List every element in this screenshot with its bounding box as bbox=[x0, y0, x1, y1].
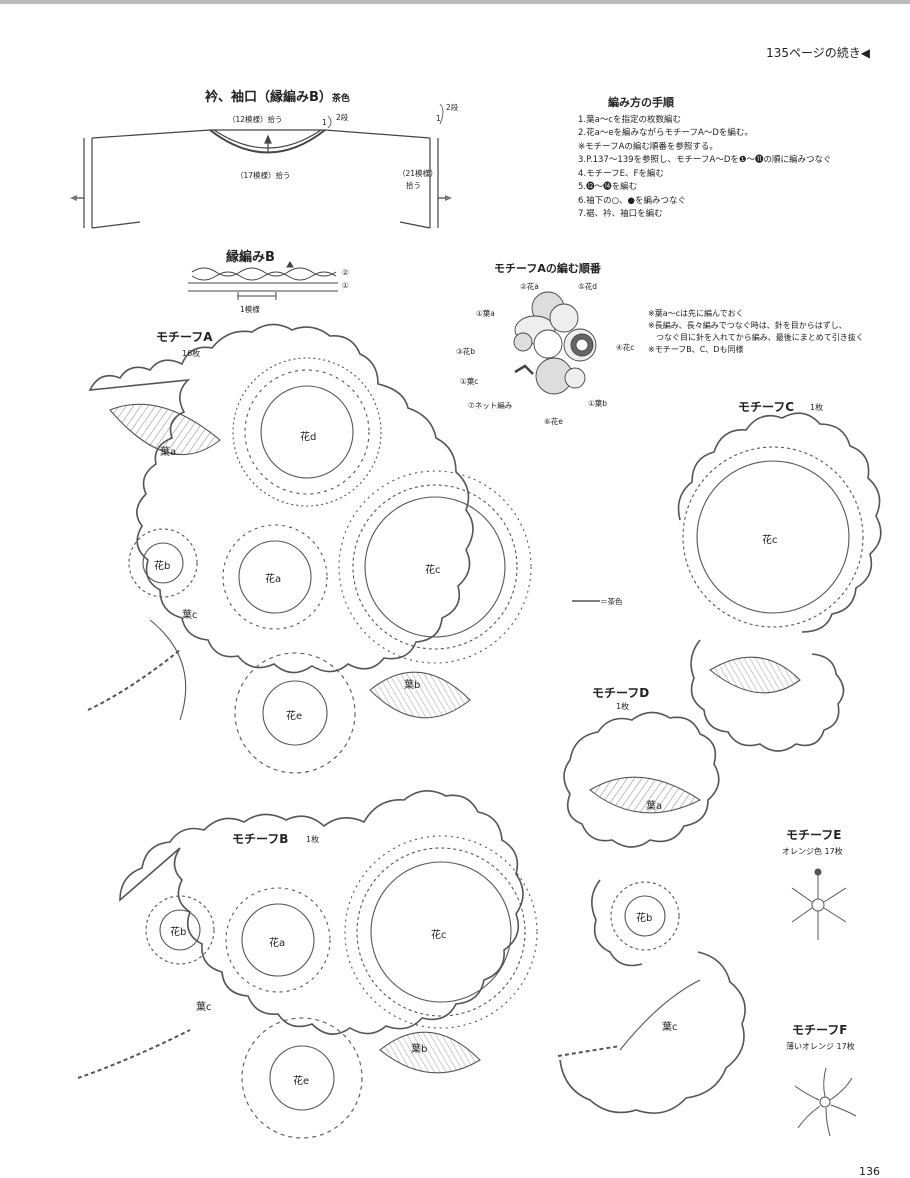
motif-c-title: モチーフC bbox=[738, 400, 795, 414]
step-item: 7.裾、衿、袖口を編む bbox=[578, 209, 663, 219]
motif-e-count: 17枚 bbox=[824, 847, 843, 856]
top-rule bbox=[0, 0, 910, 4]
motif-a-part: 葉c bbox=[182, 610, 198, 621]
edging-b-chart bbox=[188, 261, 338, 300]
collar-title-text: 衿、袖口（縁編みB） bbox=[205, 90, 332, 105]
motif-b-title: モチーフB bbox=[232, 832, 289, 846]
step-item: 3.P.137～139を参照し、モチーフA～Dを❶～⓫の順に編みつなぐ bbox=[578, 155, 832, 165]
motif-e-meta: オレンジ色 17枚 bbox=[782, 846, 843, 857]
motif-a-part: 葉b bbox=[404, 680, 421, 691]
motif-d-diagram bbox=[557, 711, 746, 1114]
collar-label-21a: （21模様） bbox=[398, 169, 438, 178]
motif-e-color: オレンジ色 bbox=[782, 847, 822, 856]
motif-f-diagram bbox=[794, 1067, 857, 1137]
step-item: 1.葉a～cを指定の枚数編む bbox=[578, 114, 681, 125]
motif-a-part: 花c bbox=[425, 565, 441, 576]
order-label: ①葉c bbox=[460, 377, 479, 386]
motif-d-part: 花b bbox=[636, 913, 653, 924]
collar-label-12: （12模様）拾う bbox=[228, 115, 283, 124]
order-label: ⑥花e bbox=[544, 417, 563, 426]
motif-d-part: 葉c bbox=[662, 1022, 678, 1033]
steps-block: 編み方の手順 1.葉a～cを指定の枚数編む 2.花a～eを編みながらモチーフA～… bbox=[578, 96, 832, 222]
motif-f-count: 17枚 bbox=[836, 1042, 855, 1051]
steps-title: 編み方の手順 bbox=[608, 96, 674, 109]
edging-b-row2: ② bbox=[342, 268, 349, 277]
notes-block: ※葉a～cは先に編んでおく ※長編み、長々編みでつなぐ時は、針を目からはずし、 … bbox=[648, 308, 864, 356]
note-item: ※モチーフB、C、Dも同様 bbox=[648, 345, 744, 354]
motif-b-part: 花e bbox=[293, 1076, 310, 1087]
motif-a-diagram bbox=[87, 323, 532, 774]
motif-b-part: 葉c bbox=[196, 1002, 212, 1013]
collar-one-a: 1 bbox=[322, 118, 327, 127]
edging-b-title: 縁編みB bbox=[226, 250, 275, 265]
motif-b-part: 葉b bbox=[411, 1044, 428, 1055]
order-label: ①葉b bbox=[588, 399, 607, 408]
motif-f-meta: 薄いオレンジ 17枚 bbox=[786, 1041, 855, 1052]
motif-b-diagram bbox=[77, 790, 538, 1139]
collar-label-17: （17模様）拾う bbox=[236, 171, 291, 180]
motif-c-part: 花c bbox=[762, 535, 778, 546]
collar-label-21b: 拾う bbox=[406, 181, 421, 190]
step-item: 5.⓬～⓮を編む bbox=[578, 182, 638, 192]
order-label: ①葉a bbox=[476, 309, 495, 318]
order-label: ②花a bbox=[520, 282, 539, 291]
order-diagram bbox=[513, 291, 597, 395]
edging-b-row1: ① bbox=[342, 281, 349, 290]
motif-b-part: 花c bbox=[431, 930, 447, 941]
motif-b-part: 花a bbox=[269, 938, 286, 949]
collar-rows-b: 2段 bbox=[446, 103, 459, 112]
page-number: 136 bbox=[859, 1165, 880, 1178]
motif-a-count: 16枚 bbox=[182, 349, 201, 358]
edging-b-repeat: 1模様 bbox=[240, 305, 260, 314]
order-label: ⑤花d bbox=[578, 282, 597, 291]
motif-b-count: 1枚 bbox=[306, 835, 320, 844]
collar-title-color: 茶色 bbox=[331, 94, 350, 104]
note-item: ※長編み、長々編みでつなぐ時は、針を目からはずし、 bbox=[648, 321, 847, 330]
motif-a-title: モチーフA bbox=[156, 330, 213, 344]
order-title: モチーフAの編む順番 bbox=[494, 262, 601, 275]
order-label: ⑦ネット編み bbox=[468, 401, 513, 410]
motif-a-part: 花a bbox=[265, 574, 282, 585]
motif-d-title: モチーフD bbox=[592, 686, 650, 700]
collar-title: 衿、袖口（縁編みB）茶色 bbox=[205, 86, 350, 105]
motif-f-title: モチーフF bbox=[792, 1023, 848, 1037]
motif-a-part: 花e bbox=[286, 711, 303, 722]
motif-a-part: 葉a bbox=[160, 447, 177, 458]
step-item: 4.モチーフE、Fを編む bbox=[578, 168, 664, 179]
collar-schematic bbox=[70, 103, 452, 229]
note-item: ※葉a～cは先に編んでおく bbox=[648, 309, 744, 318]
step-item: 2.花a～eを編みながらモチーフA～Dを編む。 bbox=[578, 128, 753, 138]
motif-d-part: 葉a bbox=[646, 801, 663, 812]
continued-from-label: 135ページの続き◀ bbox=[766, 46, 870, 60]
motif-c-count: 1枚 bbox=[810, 403, 824, 412]
note-item: つなぐ目に針を入れてから編み、最後にまとめて引き抜く bbox=[648, 333, 864, 342]
legend-brown-label: ＝茶色 bbox=[600, 597, 623, 606]
motif-f-color: 薄いオレンジ bbox=[786, 1042, 834, 1051]
motif-e-title: モチーフE bbox=[786, 828, 842, 842]
step-item: 6.袖下の○、●を編みつなぐ bbox=[578, 195, 686, 206]
motif-c-diagram bbox=[677, 412, 882, 752]
motif-d-count: 1枚 bbox=[616, 702, 630, 711]
motif-e-diagram bbox=[791, 868, 847, 940]
motif-a-part: 花b bbox=[154, 561, 171, 572]
motif-b-part: 花b bbox=[170, 927, 187, 938]
collar-rows-a: 2段 bbox=[336, 113, 349, 122]
order-label: ④花c bbox=[616, 343, 635, 352]
motif-a-part: 花d bbox=[300, 432, 317, 443]
step-item: ※モチーフAの編む順番を参照する。 bbox=[578, 141, 718, 152]
collar-one-b: 1 bbox=[436, 114, 441, 123]
order-label: ③花b bbox=[456, 347, 475, 356]
